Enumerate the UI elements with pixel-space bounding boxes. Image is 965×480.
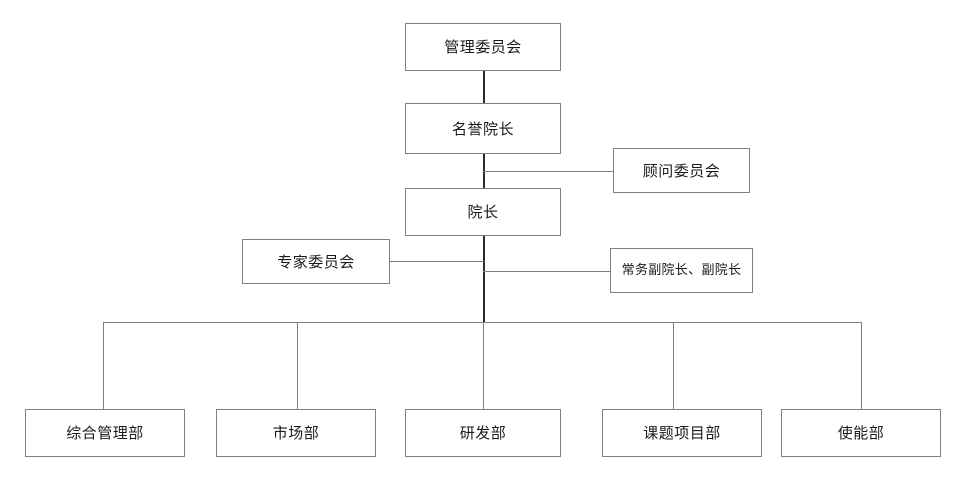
node-management-committee[interactable]: 管理委员会	[405, 23, 561, 71]
node-department-label: 综合管理部	[66, 424, 144, 442]
connector-management-to-honorary	[483, 71, 485, 103]
node-advisory-committee-label: 顾问委员会	[642, 161, 721, 180]
node-honorary-dean[interactable]: 名誉院长	[405, 103, 561, 154]
connector-department-bus-bar	[103, 322, 861, 324]
node-department-label: 研发部	[459, 424, 507, 442]
node-dean-label: 院长	[467, 203, 499, 221]
node-honorary-dean-label: 名誉院长	[451, 119, 514, 138]
node-advisory-committee[interactable]: 顾问委员会	[613, 148, 750, 193]
connector-dean-to-vice-deans	[483, 271, 610, 273]
connector-drop-rnd	[483, 322, 485, 409]
node-management-committee-label: 管理委员会	[444, 38, 522, 56]
connector-dean-to-expert-committee	[390, 261, 484, 263]
node-expert-committee-label: 专家委员会	[277, 252, 355, 271]
connector-honorary-to-advisory	[483, 171, 613, 173]
node-dean[interactable]: 院长	[405, 188, 561, 236]
connector-drop-comprehensive-management	[103, 322, 105, 409]
connector-drop-enablement	[861, 322, 863, 409]
node-department-comprehensive-management[interactable]: 综合管理部	[25, 409, 185, 457]
node-department-rnd[interactable]: 研发部	[405, 409, 561, 457]
connector-dean-trunk	[483, 236, 485, 323]
node-vice-deans-label: 常务副院长、副院长	[621, 262, 742, 278]
node-department-enablement[interactable]: 使能部	[781, 409, 941, 457]
node-department-label: 使能部	[837, 424, 885, 442]
connector-drop-marketing	[297, 322, 299, 409]
node-department-label: 市场部	[272, 424, 320, 442]
connector-drop-project	[673, 322, 675, 409]
node-vice-deans[interactable]: 常务副院长、副院长	[610, 248, 753, 293]
node-department-project[interactable]: 课题项目部	[602, 409, 762, 457]
node-expert-committee[interactable]: 专家委员会	[242, 239, 390, 284]
node-department-marketing[interactable]: 市场部	[216, 409, 376, 457]
node-department-label: 课题项目部	[643, 424, 721, 442]
